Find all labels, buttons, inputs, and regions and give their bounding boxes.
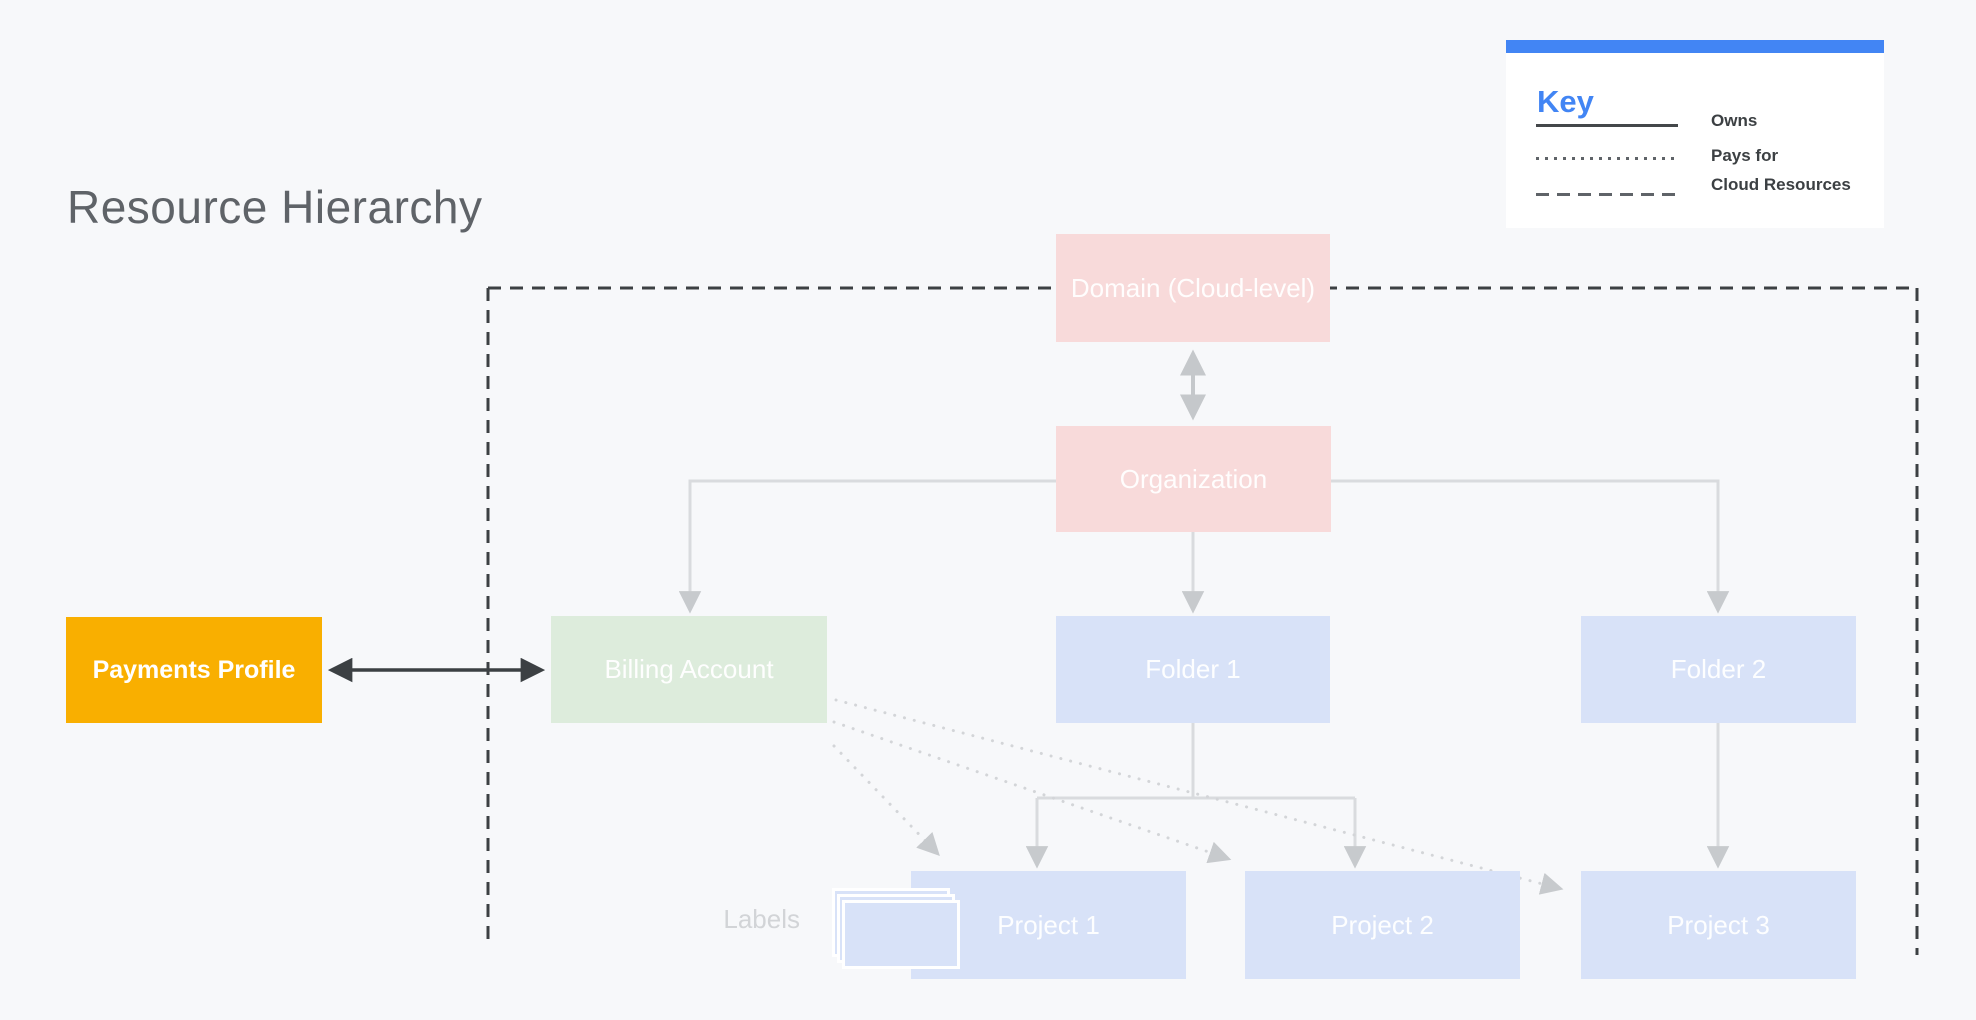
owns-line-sample (1536, 124, 1678, 127)
billing-project3-paysfor-dotted-arrow (834, 698, 1564, 895)
node-payments-profile: Payments Profile (66, 617, 322, 723)
cloud-resources-label: Cloud Resources (1711, 175, 1851, 194)
legend-accent-bar (1506, 40, 1884, 53)
node-billing-account: Billing Account (551, 616, 827, 723)
cloud-resources-line-sample (1536, 193, 1678, 196)
node-folder-1-label: Folder 1 (1145, 654, 1241, 684)
organization-folder2-owns-arrow (1331, 479, 1730, 614)
node-domain: Domain (Cloud-level) (1056, 234, 1330, 342)
labels-stack-icon (832, 888, 964, 970)
organization-billing-owns-arrow (678, 479, 1056, 614)
node-payments-profile-label: Payments Profile (92, 655, 296, 684)
node-folder-2-label: Folder 2 (1670, 654, 1767, 684)
paysfor-label: Pays for (1711, 146, 1779, 165)
labels-caption: Labels (723, 904, 800, 934)
node-folder-2: Folder 2 (1581, 616, 1856, 723)
legend-key-panel: Key Owns Pays for Cloud Resources (1506, 40, 1884, 228)
legend-title: Key (1537, 84, 1594, 119)
node-project-1-label: Project 1 (997, 909, 1100, 940)
page-title: Resource Hierarchy (67, 181, 483, 233)
paysfor-line-sample (1536, 157, 1678, 160)
billing-project1-paysfor-dotted-arrow (832, 744, 940, 857)
node-folder-1: Folder 1 (1056, 616, 1330, 723)
label-card-front (842, 900, 960, 969)
node-project-3: Project 3 (1581, 871, 1856, 979)
node-organization: Organization (1056, 426, 1331, 532)
billing-project2-paysfor-dotted-arrow (832, 720, 1232, 864)
node-project-3-label: Project 3 (1667, 909, 1770, 940)
node-project-2: Project 2 (1245, 871, 1520, 979)
owns-label: Owns (1711, 111, 1758, 130)
node-billing-account-label: Billing Account (604, 654, 774, 684)
node-organization-label: Organization (1119, 463, 1268, 494)
node-project-2-label: Project 2 (1331, 909, 1434, 940)
node-domain-label: Domain (Cloud-level) (1070, 272, 1316, 303)
